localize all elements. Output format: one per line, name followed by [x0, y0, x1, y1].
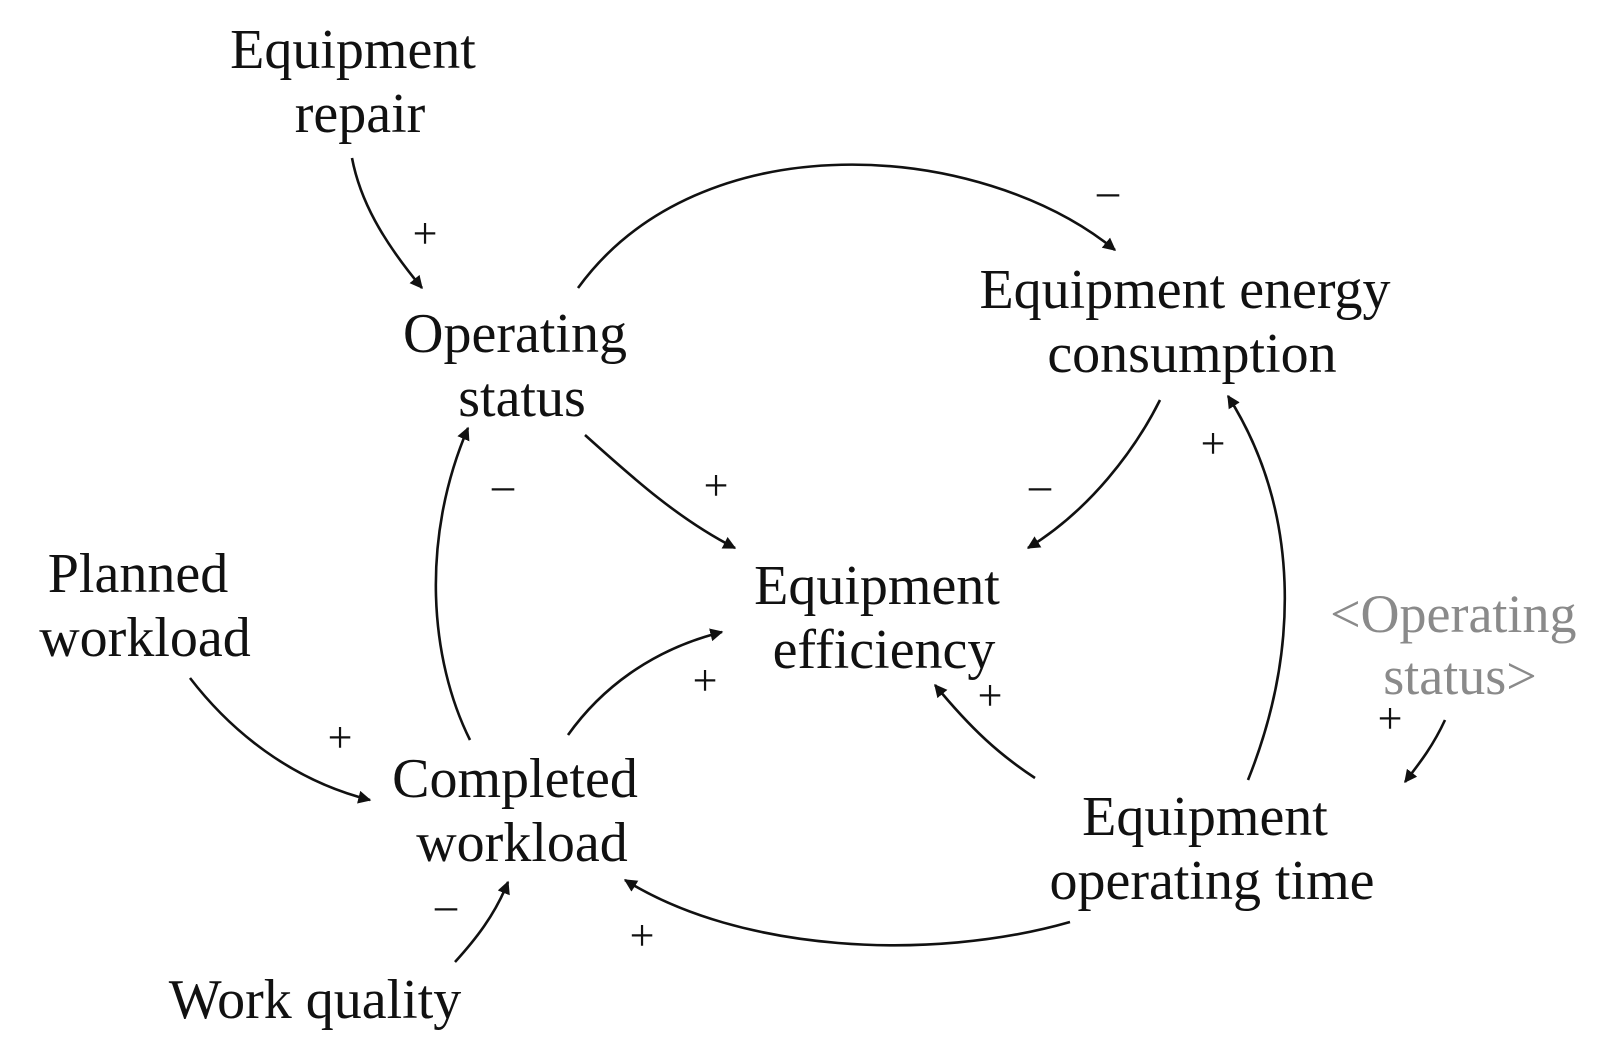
node-equipment-efficiency: Equipment efficiency: [754, 555, 1014, 681]
polarity-sign: +: [413, 209, 438, 258]
node-operating-status: Operating status: [403, 303, 641, 429]
node-equipment-operating-time: Equipment operating time: [1049, 786, 1374, 912]
link-shadow-status-to-operating-time: [1403, 719, 1447, 784]
link-energy-to-efficiency: [1026, 399, 1162, 550]
node-planned-workload: Planned workload: [39, 543, 251, 669]
node-operating-status-shadow: <Operating status>: [1330, 584, 1590, 706]
link-completed-to-operating-status: [434, 426, 472, 741]
link-repair-to-operating-status: [350, 157, 423, 289]
polarity-sign: +: [630, 911, 655, 960]
link-operating-time-to-completed: [623, 878, 1071, 947]
polarity-sign: +: [693, 656, 718, 705]
link-completed-to-efficiency: [566, 628, 724, 736]
node-work-quality: Work quality: [169, 969, 462, 1031]
node-equipment-energy-consumption: Equipment energy consumption: [979, 259, 1404, 385]
polarity-sign: +: [1378, 694, 1403, 743]
link-operating-status-to-efficiency: [584, 434, 737, 550]
polarity-sign: +: [1201, 419, 1226, 468]
polarity-sign: –: [1028, 461, 1052, 510]
polarity-sign: +: [704, 461, 729, 510]
link-operating-status-to-energy: [576, 163, 1117, 289]
link-quality-to-completed: [454, 880, 510, 963]
node-completed-workload: Completed workload: [392, 748, 652, 874]
polarity-sign: +: [328, 713, 353, 762]
polarity-sign: –: [491, 461, 515, 510]
polarity-sign: –: [434, 881, 458, 930]
polarities: + – + – – + + – + + + +: [328, 167, 1403, 960]
polarity-sign: –: [1096, 167, 1120, 216]
link-operating-time-to-efficiency: [933, 683, 1036, 780]
nodes: Equipment repair Operating status Equipm…: [39, 19, 1590, 1031]
node-equipment-repair: Equipment repair: [230, 19, 490, 145]
link-planned-to-completed: [188, 677, 372, 804]
link-operating-time-to-energy: [1226, 394, 1287, 781]
links: [188, 157, 1447, 963]
polarity-sign: +: [978, 671, 1003, 720]
